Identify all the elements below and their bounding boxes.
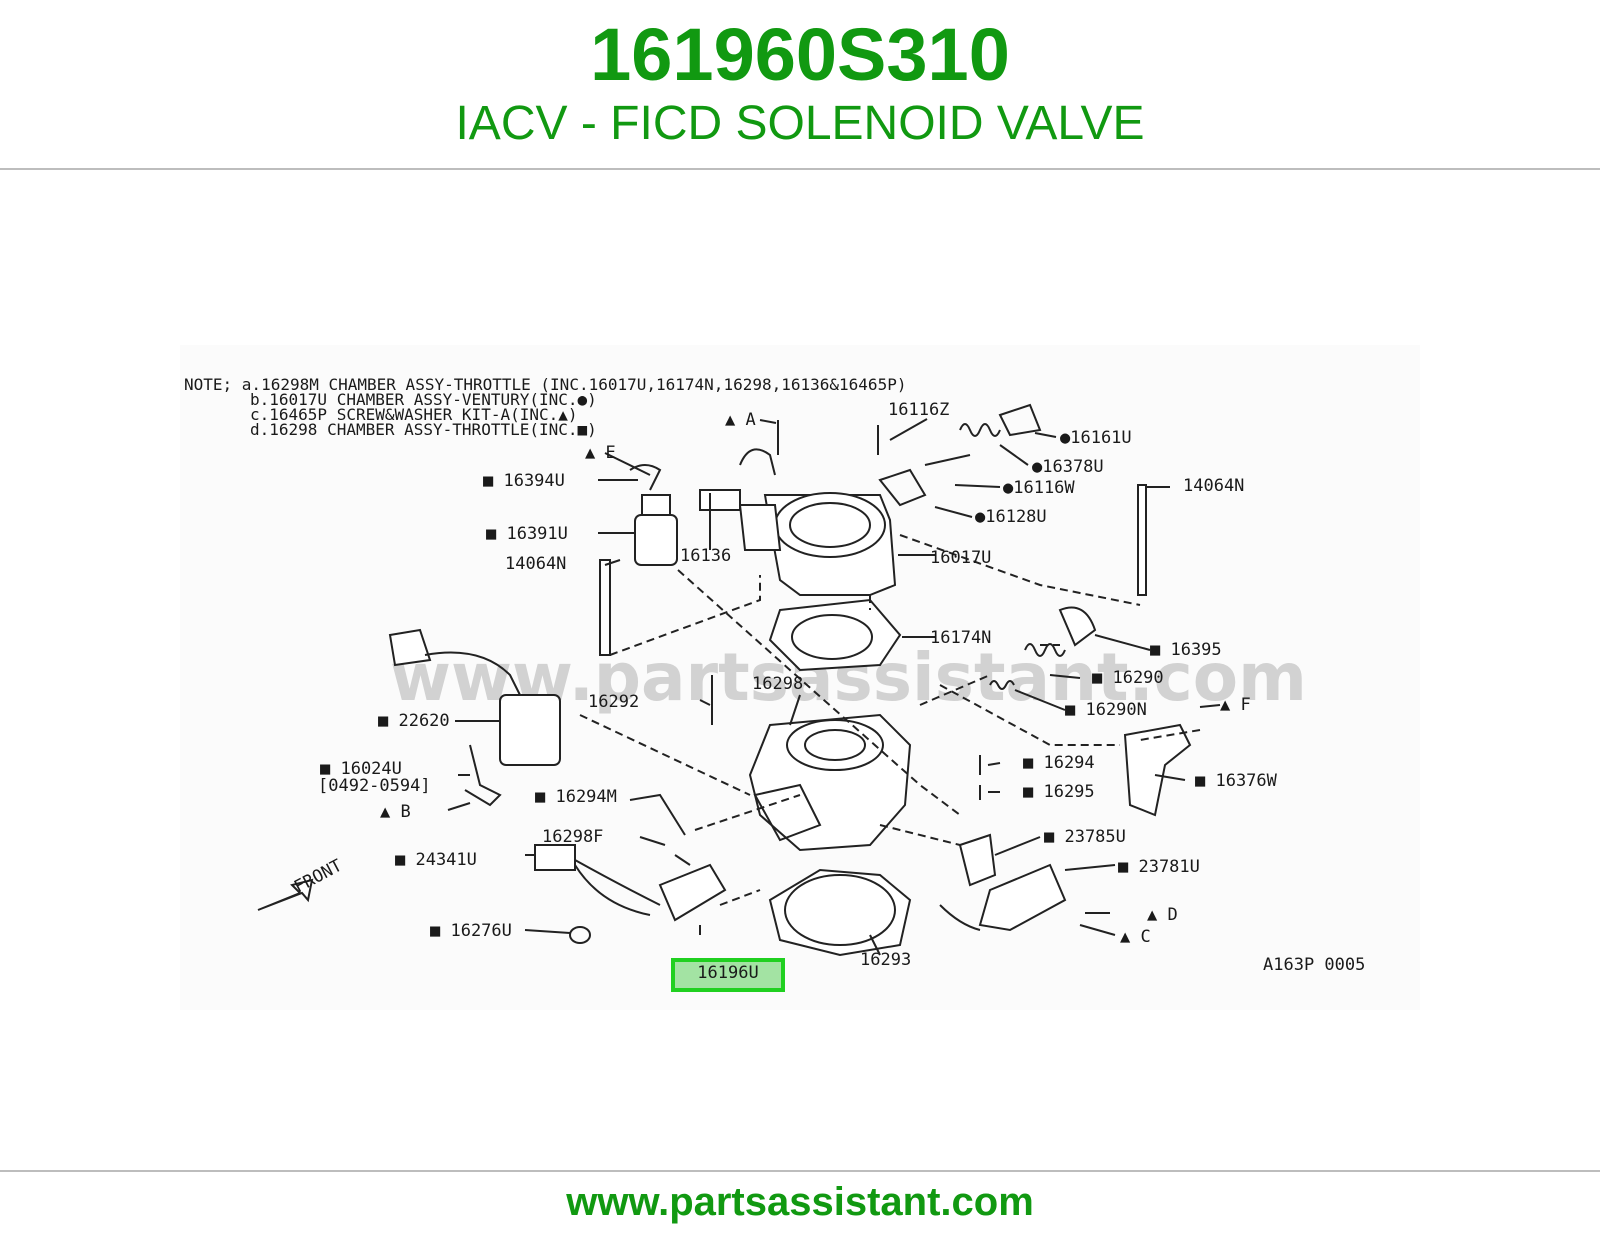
callout-16293: 16293: [860, 950, 911, 970]
header-divider: [0, 168, 1600, 170]
callout-C: ▲ C: [1120, 927, 1151, 947]
callout-16017U: 16017U: [930, 548, 991, 568]
callout-16294M: ■ 16294M: [535, 787, 617, 807]
part-title: IACV - FICD SOLENOID VALVE: [455, 97, 1145, 150]
callout-16136: 16136: [680, 546, 731, 566]
footer-divider: [0, 1170, 1600, 1172]
callout-23781U: ■ 23781U: [1118, 857, 1200, 877]
callout-B: ▲ B: [380, 802, 411, 822]
note-line-2: b.16017U CHAMBER ASSY-VENTURY(INC.●): [250, 390, 597, 409]
diagram-code: A163P 0005: [1263, 955, 1365, 975]
callout-16174N: 16174N: [930, 628, 991, 648]
callout-16292: 16292: [588, 692, 639, 712]
front-arrow-icon: [257, 878, 314, 911]
callout-16116W: ●16116W: [1003, 478, 1075, 498]
parts-diagram: www.partsassistant.com NOTE; a.16298M CH…: [180, 345, 1420, 1010]
callout-14064N-left: 14064N: [505, 554, 566, 574]
footer-url[interactable]: www.partsassistant.com: [566, 1180, 1034, 1224]
callout-A: ▲ A: [725, 410, 756, 430]
callout-22620: ■ 22620: [378, 711, 450, 731]
note-line-1: NOTE; a.16298M CHAMBER ASSY-THROTTLE (IN…: [184, 375, 906, 394]
highlighted-part-box[interactable]: [671, 958, 785, 992]
highlighted-part-label: 16196U: [697, 963, 759, 983]
callout-16161U: ●16161U: [1060, 428, 1132, 448]
callout-16290N: ■ 16290N: [1065, 700, 1147, 720]
callout-16024U: ■ 16024U: [320, 759, 402, 779]
callout-16295: ■ 16295: [1023, 782, 1095, 802]
callout-24341U: ■ 24341U: [395, 850, 477, 870]
callout-23785U: ■ 23785U: [1044, 827, 1126, 847]
callout-16298F: 16298F: [542, 827, 603, 847]
callout-D: ▲ D: [1147, 905, 1178, 925]
callout-16116Z: 16116Z: [888, 400, 949, 420]
part-number: 161960S310: [590, 13, 1010, 96]
callout-14064N-right: 14064N: [1183, 476, 1244, 496]
callout-16298: 16298: [752, 674, 803, 694]
callout-16391U: ■ 16391U: [486, 524, 568, 544]
parts-diagram-drawing: www.partsassistant.com NOTE; a.16298M CH…: [184, 375, 1365, 975]
callout-16128U: ●16128U: [975, 507, 1047, 527]
front-label: FRONT: [291, 856, 346, 898]
callout-F: ▲ F: [1220, 695, 1251, 715]
callout-16378U: ●16378U: [1032, 457, 1104, 477]
callout-16294: ■ 16294: [1023, 753, 1095, 773]
callout-16376W: ■ 16376W: [1195, 771, 1278, 791]
callout-E: ▲ E: [585, 443, 616, 463]
callout-16024U-range: [0492-0594]: [318, 776, 431, 796]
note-line-3: c.16465P SCREW&WASHER KIT-A(INC.▲): [250, 405, 578, 424]
page-header: 161960S310 IACV - FICD SOLENOID VALVE: [0, 0, 1600, 170]
callout-16276U: ■ 16276U: [430, 921, 512, 941]
callout-16290: ■ 16290: [1092, 668, 1164, 688]
callout-16394U: ■ 16394U: [483, 471, 565, 491]
note-line-4: d.16298 CHAMBER ASSY-THROTTLE(INC.■): [250, 420, 597, 439]
callout-16395: ■ 16395: [1150, 640, 1222, 660]
diagram-linework: [388, 403, 1221, 957]
